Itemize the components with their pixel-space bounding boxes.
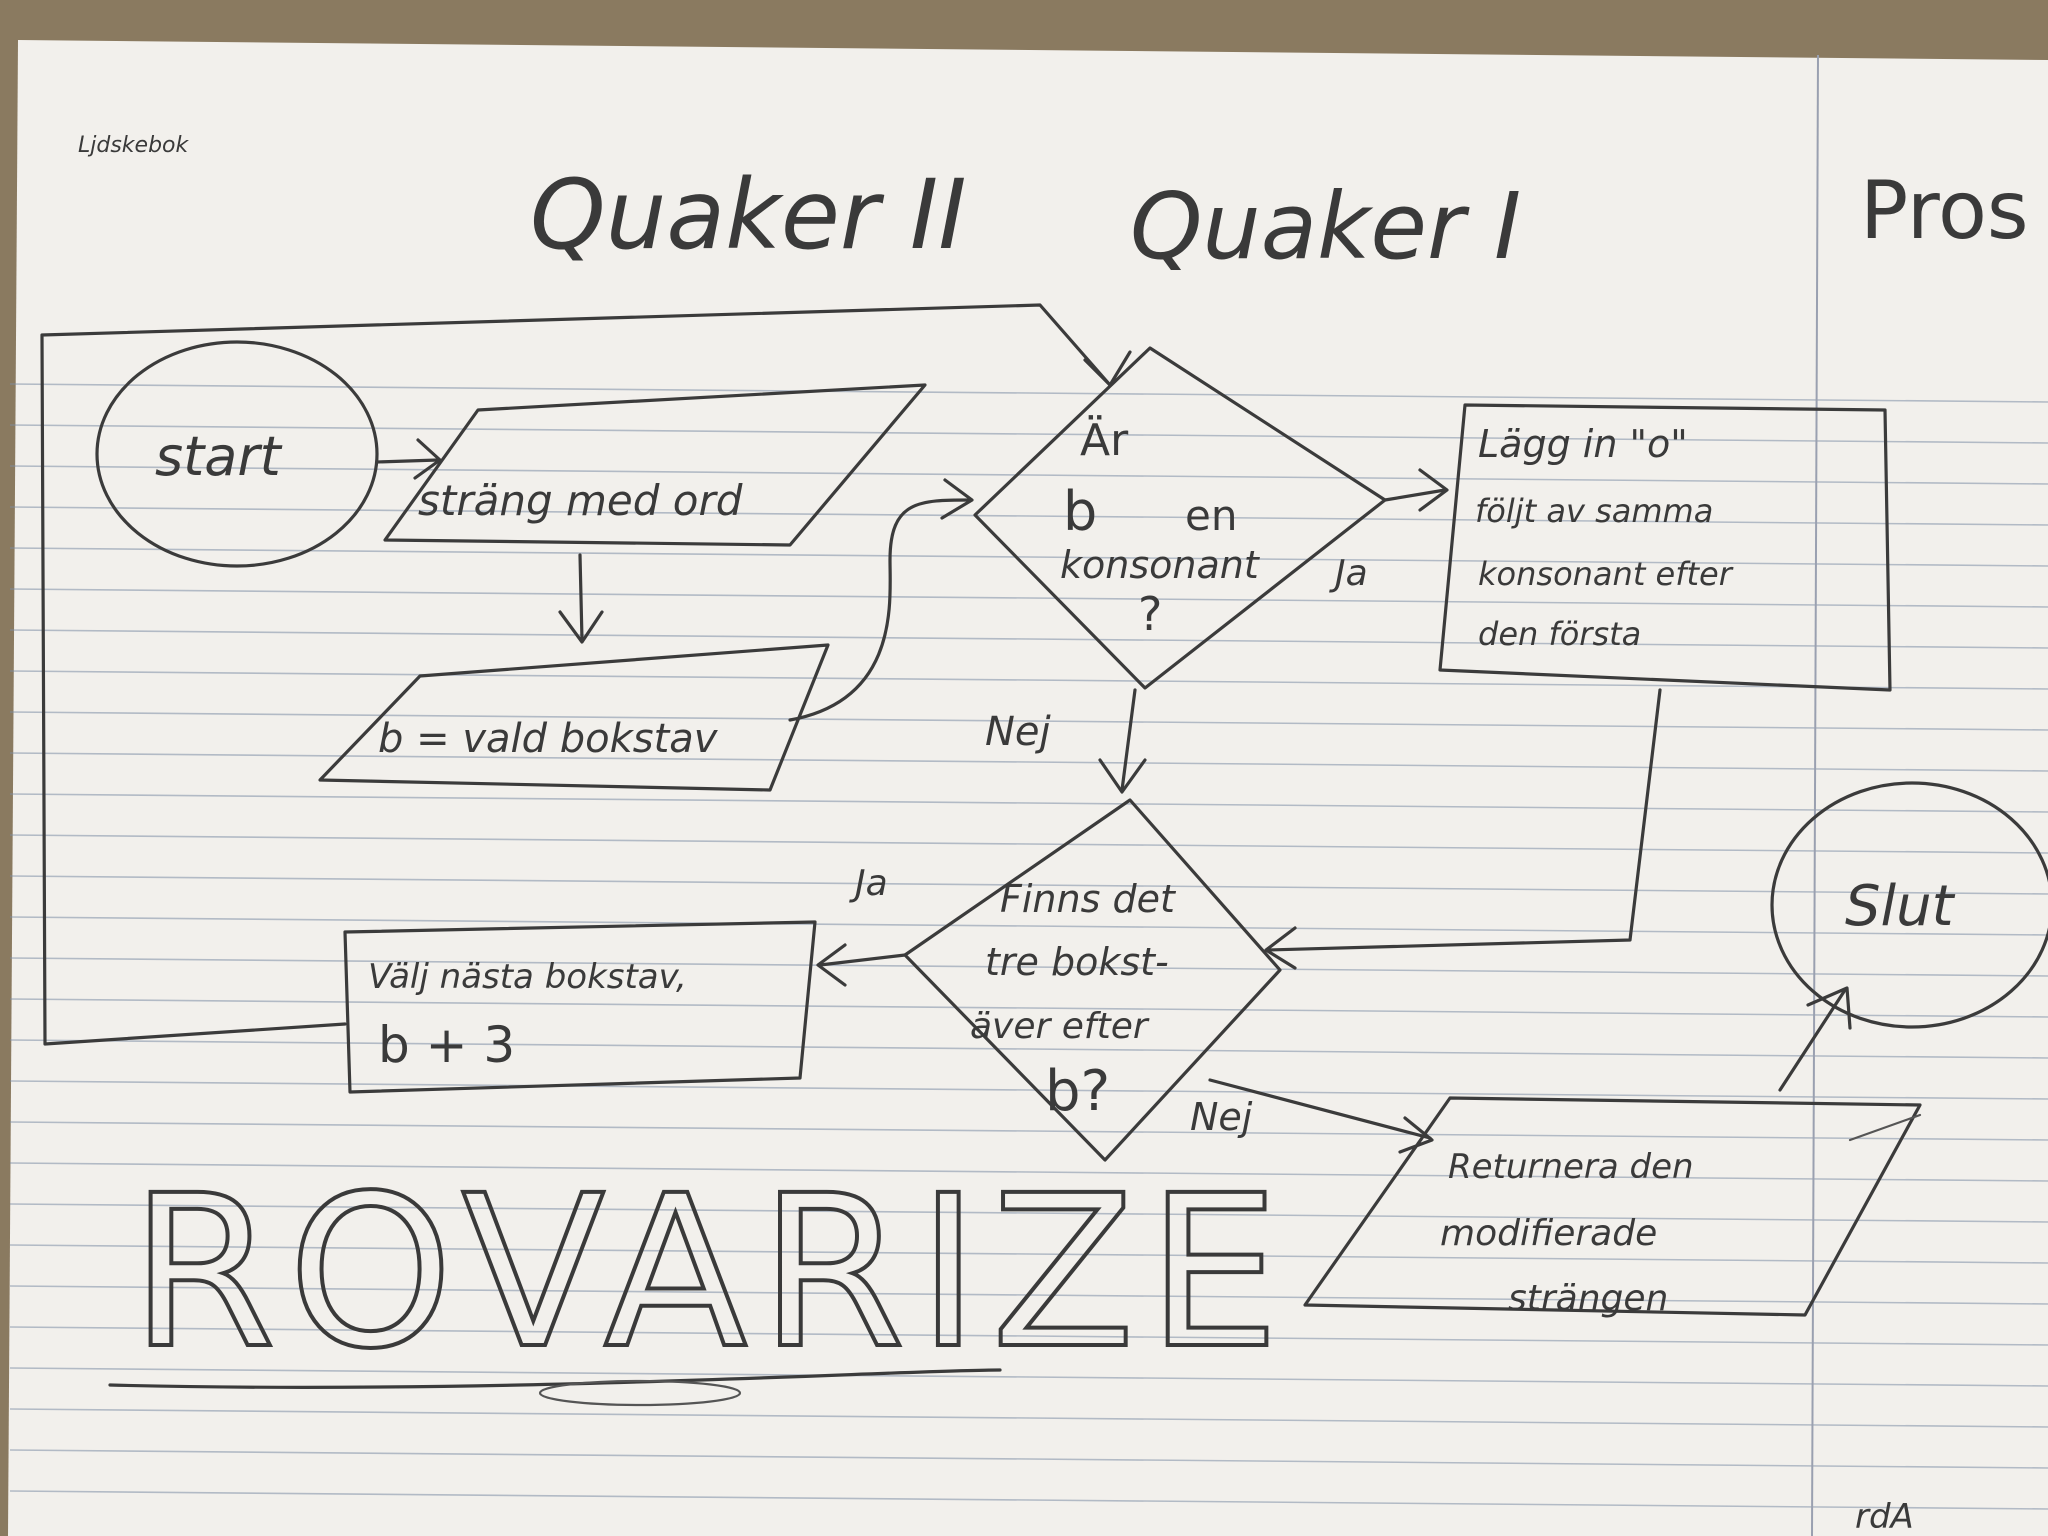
loop-connector — [40, 303, 1112, 1046]
arrow-start-input — [375, 458, 440, 464]
margin-line — [1811, 54, 1819, 1536]
decision2-line3: äver efter — [970, 1006, 1150, 1047]
insert-line1: Lägg in "o" — [1478, 422, 1688, 466]
arrow-decision1-insert — [1383, 488, 1447, 502]
decision1-no-label: Nej — [985, 709, 1052, 755]
ruled-line — [9, 1203, 2048, 1223]
arrow-decision2-next — [818, 953, 907, 967]
next-line1: Välj nästa bokstav, — [368, 957, 687, 997]
arrow-start-input-head — [413, 438, 442, 480]
output-parallelogram — [1303, 1096, 1922, 1317]
ruled-line — [9, 875, 2048, 895]
insert-process-box — [1438, 403, 1892, 692]
decision2-no-label: Nej — [1190, 1095, 1253, 1139]
arrow-decision2-output-head — [1398, 1116, 1434, 1154]
ruled-line — [9, 957, 2048, 977]
banner-underline-flourish — [538, 1379, 742, 1407]
decision1-yes-label: Ja — [1329, 553, 1368, 594]
ruled-line — [9, 1490, 2048, 1510]
ruled-line — [9, 998, 2048, 1018]
title-left: Quaker II — [530, 159, 967, 271]
assign-parallelogram — [318, 643, 830, 792]
decision1-line1: Är — [1080, 414, 1129, 466]
ruled-line — [9, 1121, 2048, 1141]
decision1-line2: b — [1063, 480, 1097, 543]
arrow-decision2-next-head — [816, 943, 847, 987]
insert-line4: den första — [1478, 615, 1641, 653]
ruled-line — [9, 1285, 2048, 1305]
decision2-line2: tre bokst- — [985, 940, 1169, 984]
arrow-decision1-insert-head — [1418, 468, 1449, 512]
decision2-line4: b? — [1045, 1059, 1110, 1124]
ruled-line — [9, 752, 2048, 772]
ruled-line — [9, 424, 2048, 444]
arrow-input-assign-head — [558, 610, 604, 644]
ruled-line — [9, 670, 2048, 690]
ruled-line — [9, 793, 2048, 813]
ruled-line — [9, 916, 2048, 936]
ruled-line — [9, 1449, 2048, 1469]
start-label: start — [155, 425, 283, 488]
input-parallelogram — [383, 383, 927, 547]
title-right: Quaker I — [1130, 173, 1521, 280]
arrow-insert-decision2 — [1266, 688, 1662, 952]
input-label: sträng med ord — [418, 476, 743, 525]
arrow-decision2-output — [1208, 1078, 1432, 1140]
ruled-line — [9, 629, 2048, 649]
output-line2: modifierade — [1440, 1213, 1657, 1254]
insert-line2: följt av samma — [1475, 492, 1713, 530]
arrow-decision1-decision2-head — [1098, 758, 1147, 794]
decision1-diamond — [973, 346, 1387, 690]
ruled-line — [9, 1162, 2048, 1182]
decision1-line4: konsonant — [1060, 543, 1261, 587]
next-process-box — [343, 920, 817, 1094]
next-line2: b + 3 — [378, 1016, 515, 1074]
ruled-line — [9, 588, 2048, 608]
assign-label: b = vald bokstav — [378, 716, 719, 762]
decision1-line3: en — [1185, 491, 1237, 540]
decision2-line1: Finns det — [1000, 877, 1177, 921]
arrow-insert-decision2-head — [1264, 926, 1297, 970]
decision2-diamond — [903, 798, 1282, 1162]
output-line3: strängen — [1508, 1278, 1668, 1319]
decision2-yes-label: Ja — [849, 863, 888, 904]
ruled-line — [9, 1408, 2048, 1428]
decision1-line5: ? — [1138, 587, 1162, 641]
bottom-banner: ROVARIZE — [130, 1150, 1292, 1395]
paper-page — [8, 40, 2048, 1536]
arrow-decision1-decision2 — [1120, 688, 1137, 792]
ruled-line — [9, 834, 2048, 854]
ruled-line — [9, 1326, 2048, 1346]
ruled-line — [9, 547, 2048, 567]
ruled-line — [9, 1244, 2048, 1264]
ruled-line — [9, 506, 2048, 526]
end-label: Slut — [1845, 874, 1956, 939]
side-bottom-note: rdA — [1855, 1497, 1914, 1536]
side-heading: Pros — [1860, 164, 2029, 257]
arrow-assign-decision1 — [788, 498, 972, 722]
arrow-input-assign — [578, 553, 584, 642]
corner-note: Ljdskebok — [78, 133, 189, 158]
start-terminal — [95, 340, 379, 568]
arrow-assign-decision1-head — [940, 478, 974, 520]
insert-line3: konsonant efter — [1478, 555, 1734, 593]
ruled-line — [9, 1367, 2048, 1387]
end-terminal — [1770, 781, 2048, 1029]
output-side-stroke — [1848, 1113, 1922, 1142]
output-line1: Returnera den — [1448, 1147, 1694, 1187]
ruled-line — [9, 465, 2048, 485]
ruled-lines — [9, 383, 2048, 1510]
ruled-line — [9, 711, 2048, 731]
